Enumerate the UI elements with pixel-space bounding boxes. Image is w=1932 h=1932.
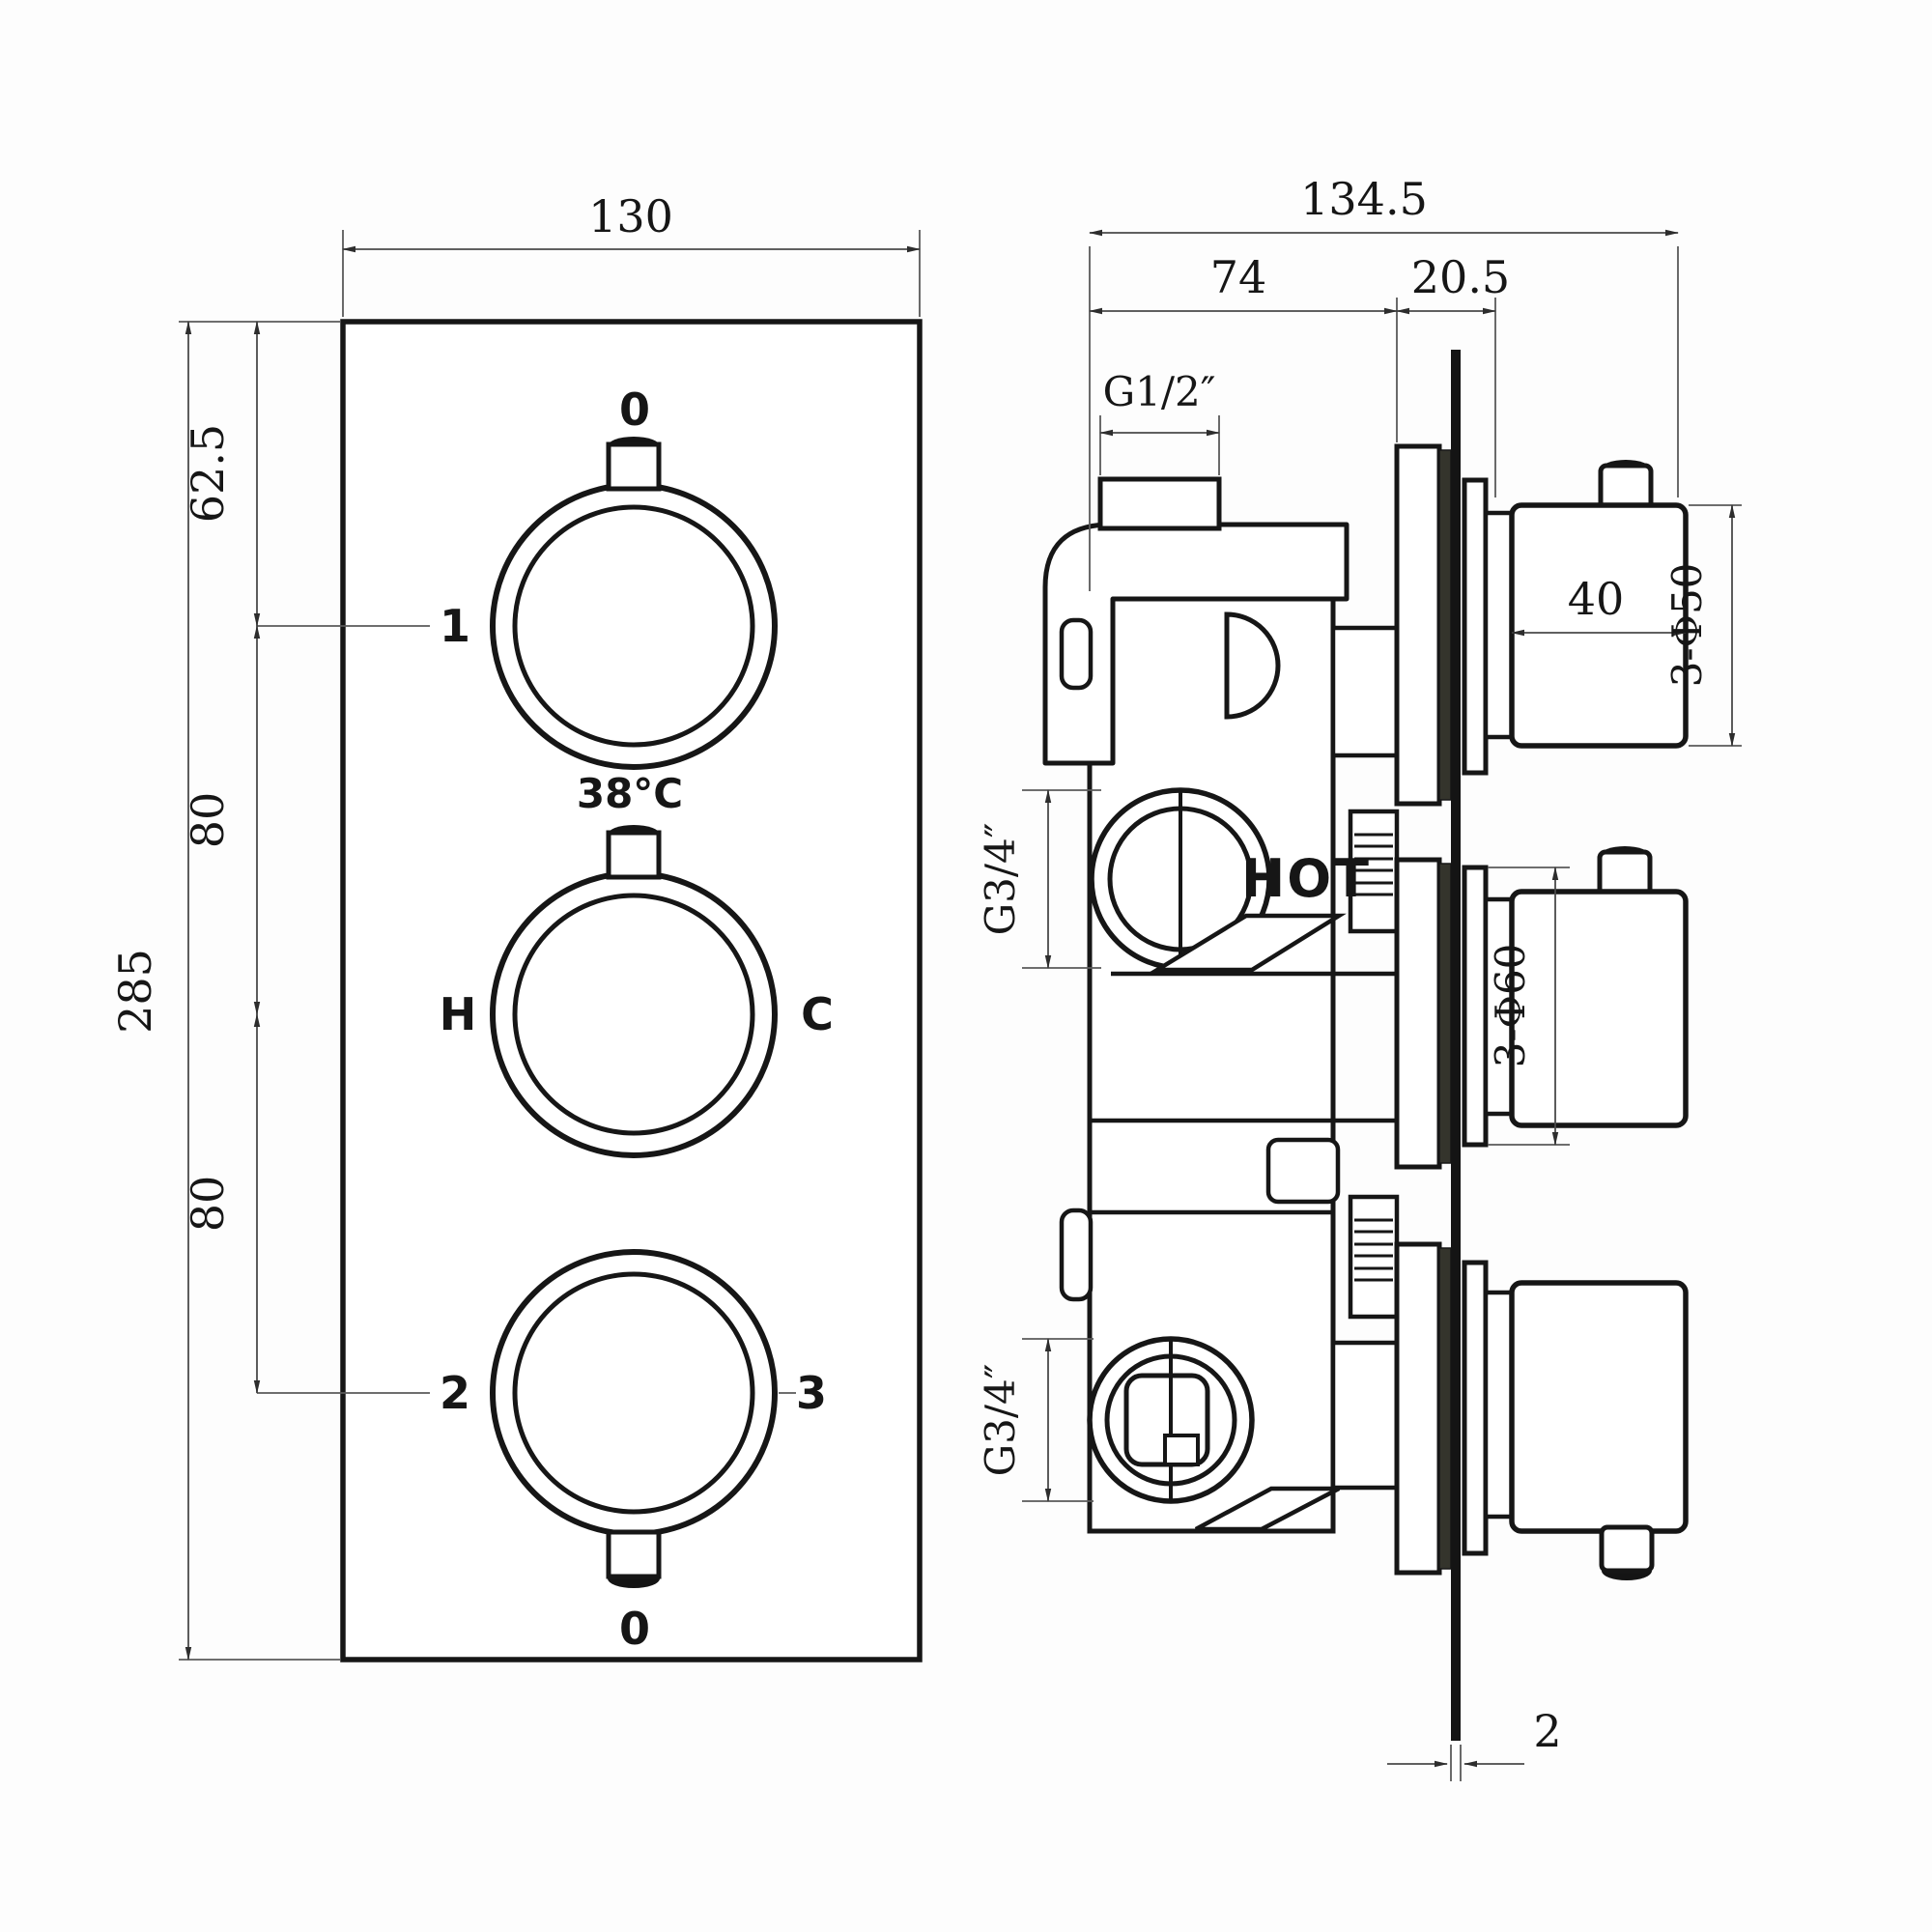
gasket-1 — [1438, 449, 1452, 801]
port-1-label: 1 — [440, 600, 470, 652]
front-spacing-2-dimension: 80 — [182, 1176, 234, 1233]
dial-2-notch — [606, 830, 662, 880]
front-width-dimension: 130 — [588, 190, 673, 242]
gasket-3 — [1438, 1247, 1452, 1570]
front-height-dimension: 285 — [109, 949, 161, 1034]
lower-chute — [1194, 1486, 1341, 1532]
temperature-label: 38°C — [577, 770, 683, 817]
dial-3-zero-label: 0 — [619, 1603, 650, 1655]
housing-tab-lower — [1059, 1208, 1094, 1302]
hot-inlet-port — [1089, 787, 1272, 971]
trim-step-2 — [1483, 896, 1515, 1117]
dial-3 — [490, 1249, 778, 1588]
plate-thickness-dimension: 2 — [1533, 1705, 1561, 1757]
knob-1 — [1509, 502, 1689, 749]
flange-3 — [1462, 1260, 1489, 1556]
front-view: 130 285 62.5 80 80 1 2 3 0 0 38°C H C — [109, 190, 923, 1662]
cold-side-label: C — [801, 988, 834, 1040]
face-stack-1 — [1394, 443, 1442, 807]
flange-diameter-dimension: 3-Φ60 — [1487, 944, 1534, 1068]
dial-1-notch — [606, 441, 662, 492]
body-depth-dimension: 74 — [1210, 251, 1267, 303]
trim-step-3 — [1483, 1290, 1515, 1520]
inlet-pipe-stub — [1097, 476, 1222, 531]
outlet-thread-bottom-label: G3/4″ — [977, 1364, 1024, 1477]
face-stack-3 — [1394, 1241, 1442, 1576]
knob-3 — [1509, 1280, 1689, 1534]
dial-3-notch — [606, 1529, 662, 1579]
wall-plate — [1451, 350, 1461, 1741]
dial-1 — [490, 437, 778, 770]
trim-step-1 — [1483, 510, 1515, 740]
hot-side-label: H — [440, 988, 477, 1040]
front-spacing-1-dimension: 80 — [182, 792, 234, 849]
port-2-label: 2 — [440, 1367, 470, 1419]
knob-3-button — [1599, 1524, 1655, 1574]
upper-chute — [1149, 913, 1347, 973]
flange-1 — [1462, 477, 1489, 776]
lower-threaded-nipple — [1348, 1194, 1400, 1320]
side-view: 134.5 74 20.5 G1/2″ G3/4″ G3/4″ HOT 40 3… — [977, 173, 1742, 1781]
front-top-offset-dimension: 62.5 — [182, 424, 234, 523]
dial-1-zero-label: 0 — [619, 384, 650, 436]
inlet-thread-label: G1/2″ — [1103, 368, 1216, 415]
mid-connector-block — [1265, 1137, 1341, 1205]
dial-2 — [490, 825, 778, 1158]
outlet-thread-top-label: G3/4″ — [977, 823, 1024, 936]
bottom-inlet-port — [1087, 1336, 1255, 1504]
upper-connector-block — [1330, 625, 1400, 758]
bracket-boss — [1224, 611, 1281, 720]
port-3-label: 3 — [796, 1367, 827, 1419]
gasket-2 — [1438, 863, 1452, 1164]
lower-connector-block — [1330, 1340, 1400, 1491]
face-stack-2 — [1394, 857, 1442, 1170]
upper-threaded-nipple — [1348, 809, 1400, 934]
total-depth-dimension: 134.5 — [1300, 173, 1428, 225]
hot-marking: HOT — [1241, 848, 1371, 909]
flange-2 — [1462, 865, 1489, 1148]
mounting-bracket — [1042, 522, 1350, 766]
housing-tab-upper — [1059, 617, 1094, 691]
knob-diameter-dimension: 3-Φ50 — [1663, 563, 1711, 688]
knob-2 — [1509, 889, 1689, 1128]
trim-depth-dimension: 20.5 — [1411, 251, 1510, 303]
knob-depth-dimension: 40 — [1568, 573, 1625, 625]
